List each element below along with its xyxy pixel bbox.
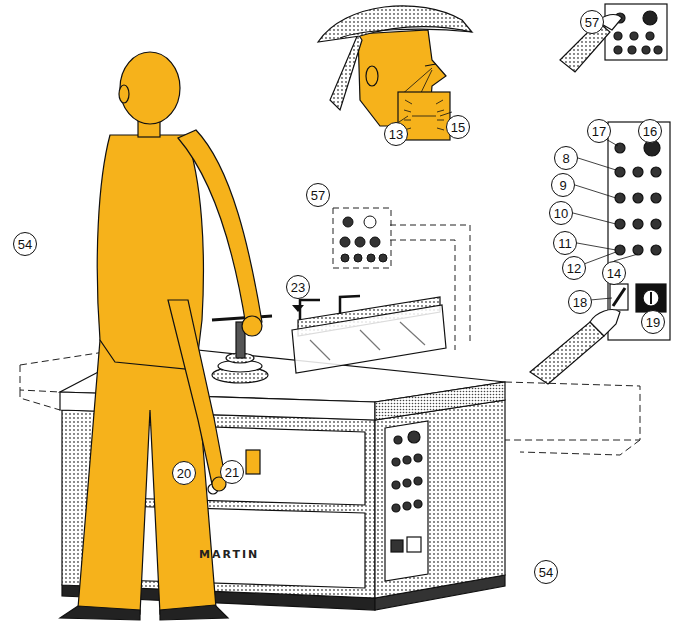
callout-number: 54 (534, 560, 558, 584)
callout-number: 10 (549, 201, 573, 225)
pendant-panels (530, 4, 670, 384)
callout-number: 57 (580, 10, 604, 34)
callout-number: 11 (553, 231, 577, 255)
panel-arm (333, 208, 470, 350)
callout-number: 20 (172, 461, 196, 485)
callout-number: 21 (220, 460, 244, 484)
callout-number: 19 (641, 310, 665, 334)
callout-number: 12 (562, 256, 586, 280)
callout-number: 13 (384, 122, 408, 146)
arrow-mark (292, 305, 304, 312)
operator (60, 52, 262, 620)
brand-name: MARTIN (199, 548, 259, 561)
callout-number: 57 (306, 183, 330, 207)
callout-number: 16 (638, 119, 662, 143)
callout-number: 23 (286, 275, 310, 299)
callout-number: 14 (602, 261, 626, 285)
callout-number: 8 (554, 146, 578, 170)
callout-number: 18 (568, 290, 592, 314)
mid-panel-buttons (340, 216, 387, 262)
callout-number: 15 (446, 115, 470, 139)
callout-number: 9 (551, 173, 575, 197)
callout-number: 17 (587, 119, 611, 143)
viewer-head (318, 6, 472, 140)
callout-number: 54 (13, 232, 37, 256)
